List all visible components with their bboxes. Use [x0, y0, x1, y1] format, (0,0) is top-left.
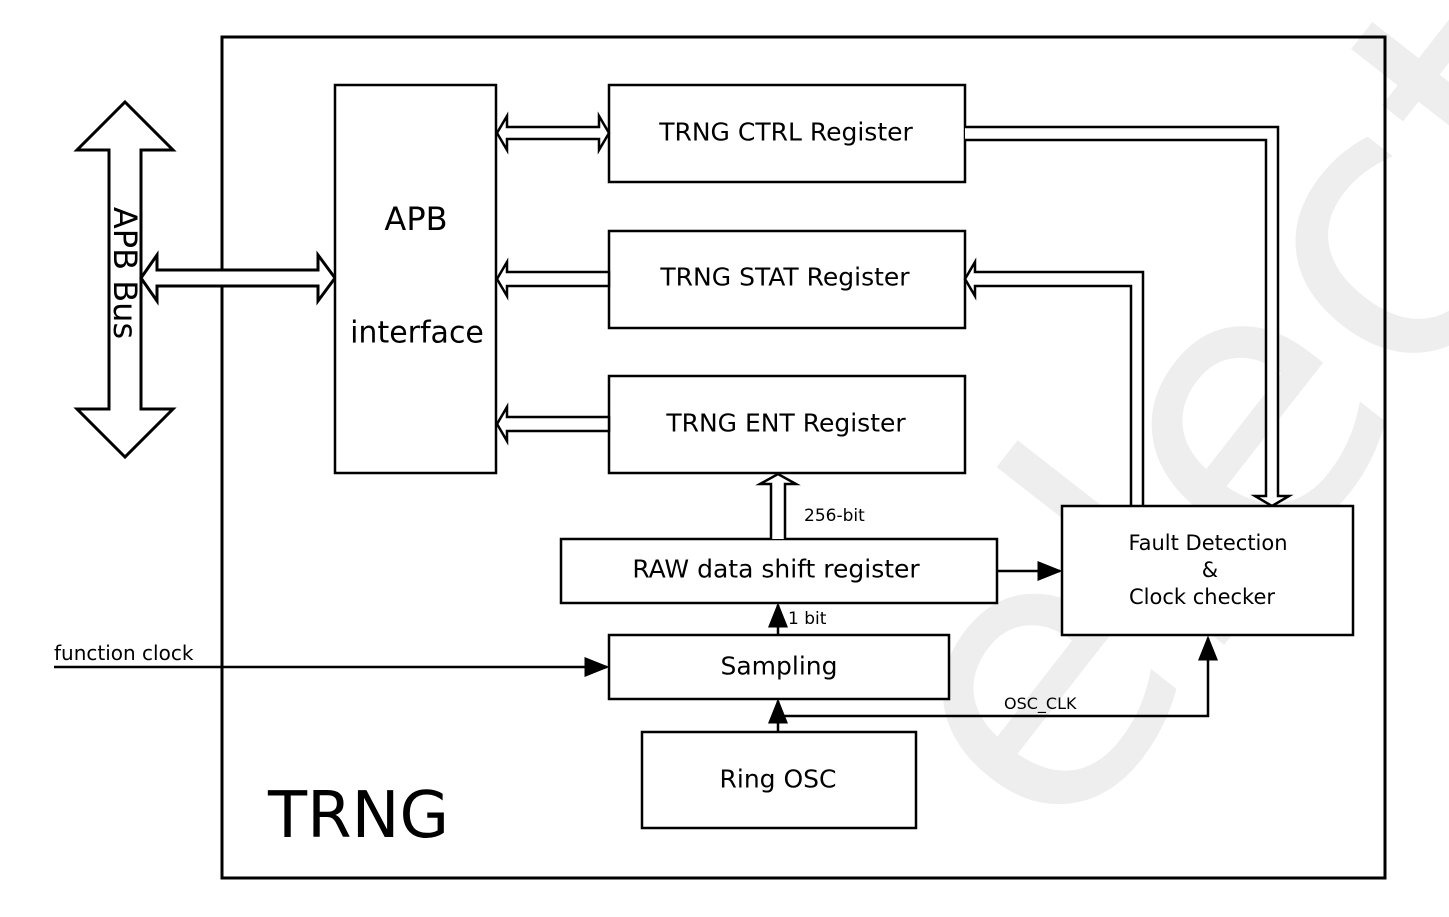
stat-register-label: TRNG STAT Register [660, 262, 910, 292]
apb-interface-label-line2: interface [350, 315, 484, 351]
osc-clk-line [778, 635, 1218, 718]
stat-to-interface-arrow [495, 257, 611, 301]
ctrl-register-label: TRNG CTRL Register [659, 117, 913, 147]
function-clock-label: function clock [54, 641, 194, 665]
fault-label-line2: & [1201, 558, 1219, 582]
interface-ctrl-arrow [495, 111, 611, 155]
fault-label-line3: Clock checker [1128, 585, 1276, 609]
fault-to-stat-arrow [963, 257, 1145, 506]
sampling-box [607, 633, 951, 701]
apb-interface-box [333, 83, 498, 475]
apb-bus-label: APB Bus [106, 206, 144, 340]
trng-title: TRNG [268, 779, 450, 853]
ring-osc-label: Ring OSC [719, 764, 837, 794]
apb-bus-arrow [73, 99, 177, 460]
bits-256-label: 256-bit [804, 506, 865, 526]
fault-label-line1: Fault Detection [1128, 531, 1288, 555]
trng-frame [220, 35, 1387, 880]
osc-clk-label: OSC_CLK [1004, 694, 1077, 713]
ctrl-register-box [607, 83, 967, 184]
ctrl-to-fault-arrow [965, 125, 1294, 508]
stat-register-box [607, 229, 967, 330]
bus-to-interface-arrow [139, 250, 337, 306]
fault-detection-box [1060, 504, 1355, 637]
ent-register-label: TRNG ENT Register [666, 408, 906, 438]
ring-osc-box [640, 730, 918, 830]
raw-shift-register-box [559, 537, 999, 605]
raw-to-ent-arrow [755, 472, 801, 539]
ent-to-interface-arrow [495, 402, 611, 446]
sampling-label: Sampling [720, 651, 838, 681]
bit-1-label: 1 bit [788, 609, 827, 629]
raw-shift-register-label: RAW data shift register [632, 554, 920, 584]
apb-interface-label-line1: APB [384, 200, 448, 238]
